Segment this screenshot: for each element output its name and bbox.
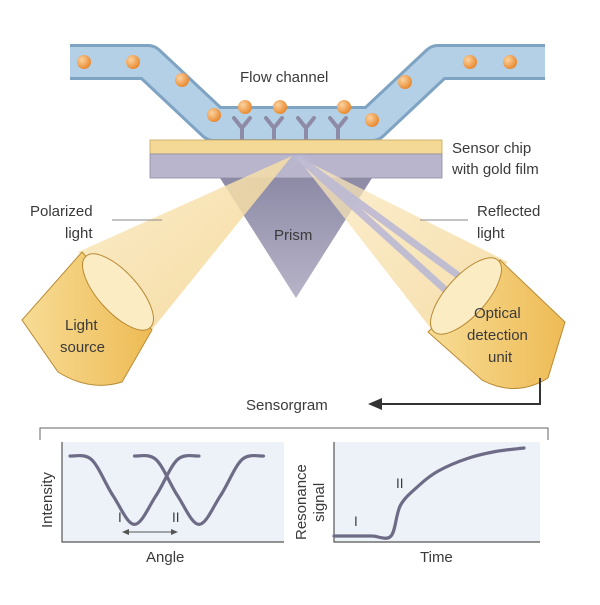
flow-channel-label: Flow channel	[240, 69, 328, 86]
graph2-bg	[334, 442, 540, 542]
detector-label-3: unit	[488, 349, 513, 366]
analyte-particles	[77, 55, 517, 127]
graph1-bg	[62, 442, 284, 542]
graph2-axes	[333, 442, 540, 543]
reflected-label-2: light	[477, 225, 505, 242]
optical-detection-unit: Optical detection unit	[427, 257, 566, 389]
prism	[220, 178, 372, 298]
polarized-label-1: Polarized	[30, 203, 93, 220]
receptor	[232, 116, 252, 142]
graph1-xlabel: Angle	[146, 549, 184, 566]
reflected-beam-stripes	[294, 154, 482, 309]
graph1-axes	[61, 442, 284, 543]
curve-series-1	[68, 453, 201, 527]
particle	[126, 55, 140, 69]
particle	[503, 55, 517, 69]
particle	[238, 100, 252, 114]
gold-film	[149, 139, 443, 155]
curve-series-1	[332, 446, 526, 540]
particle	[398, 75, 412, 89]
receptor	[296, 116, 316, 142]
detector-label-1: Optical	[474, 305, 521, 322]
sensorgram-label: Sensorgram	[246, 397, 328, 414]
receptor	[264, 116, 284, 142]
particle	[77, 55, 91, 69]
reflected-label-1: Reflected	[477, 203, 540, 220]
graph2-ylabel-2: signal	[311, 483, 328, 522]
graph1-shift-arrowhead-left	[122, 529, 129, 535]
graph1-annot-2: II	[172, 510, 180, 525]
graph1-annot-1: I	[118, 510, 122, 525]
sensor-chip-label-1: Sensor chip	[452, 140, 531, 157]
graph2-annot-2: II	[396, 476, 404, 491]
sensor-chip-label-2: with gold film	[451, 161, 539, 178]
arrow-head	[368, 398, 382, 410]
particle	[207, 108, 221, 122]
light-source-label-2: source	[60, 339, 105, 356]
particle	[365, 113, 379, 127]
graph2-annot-1: I	[354, 514, 358, 529]
sensorgram-bracket	[39, 427, 549, 440]
graph-intensity-angle: I II Angle Intensity	[39, 442, 284, 566]
particle	[273, 100, 287, 114]
particle	[463, 55, 477, 69]
graph2-xlabel: Time	[420, 549, 453, 566]
detector-label-2: detection	[467, 327, 528, 344]
graph-resonance-time: I II Time Resonance signal	[293, 442, 540, 566]
light-source: Light source	[21, 251, 154, 386]
curve-series-2	[132, 453, 266, 527]
graph1-shift-arrowhead-right	[171, 529, 178, 535]
graph1-ylabel: Intensity	[39, 472, 56, 528]
sensorgram-arrow	[378, 378, 541, 405]
light-source-label-1: Light	[65, 317, 98, 334]
receptors	[232, 116, 348, 142]
prism-label: Prism	[274, 227, 312, 244]
particle	[175, 73, 189, 87]
polarized-label-2: light	[65, 225, 93, 242]
graph2-ylabel-1: Resonance	[293, 464, 310, 540]
particle	[337, 100, 351, 114]
receptor	[328, 116, 348, 142]
